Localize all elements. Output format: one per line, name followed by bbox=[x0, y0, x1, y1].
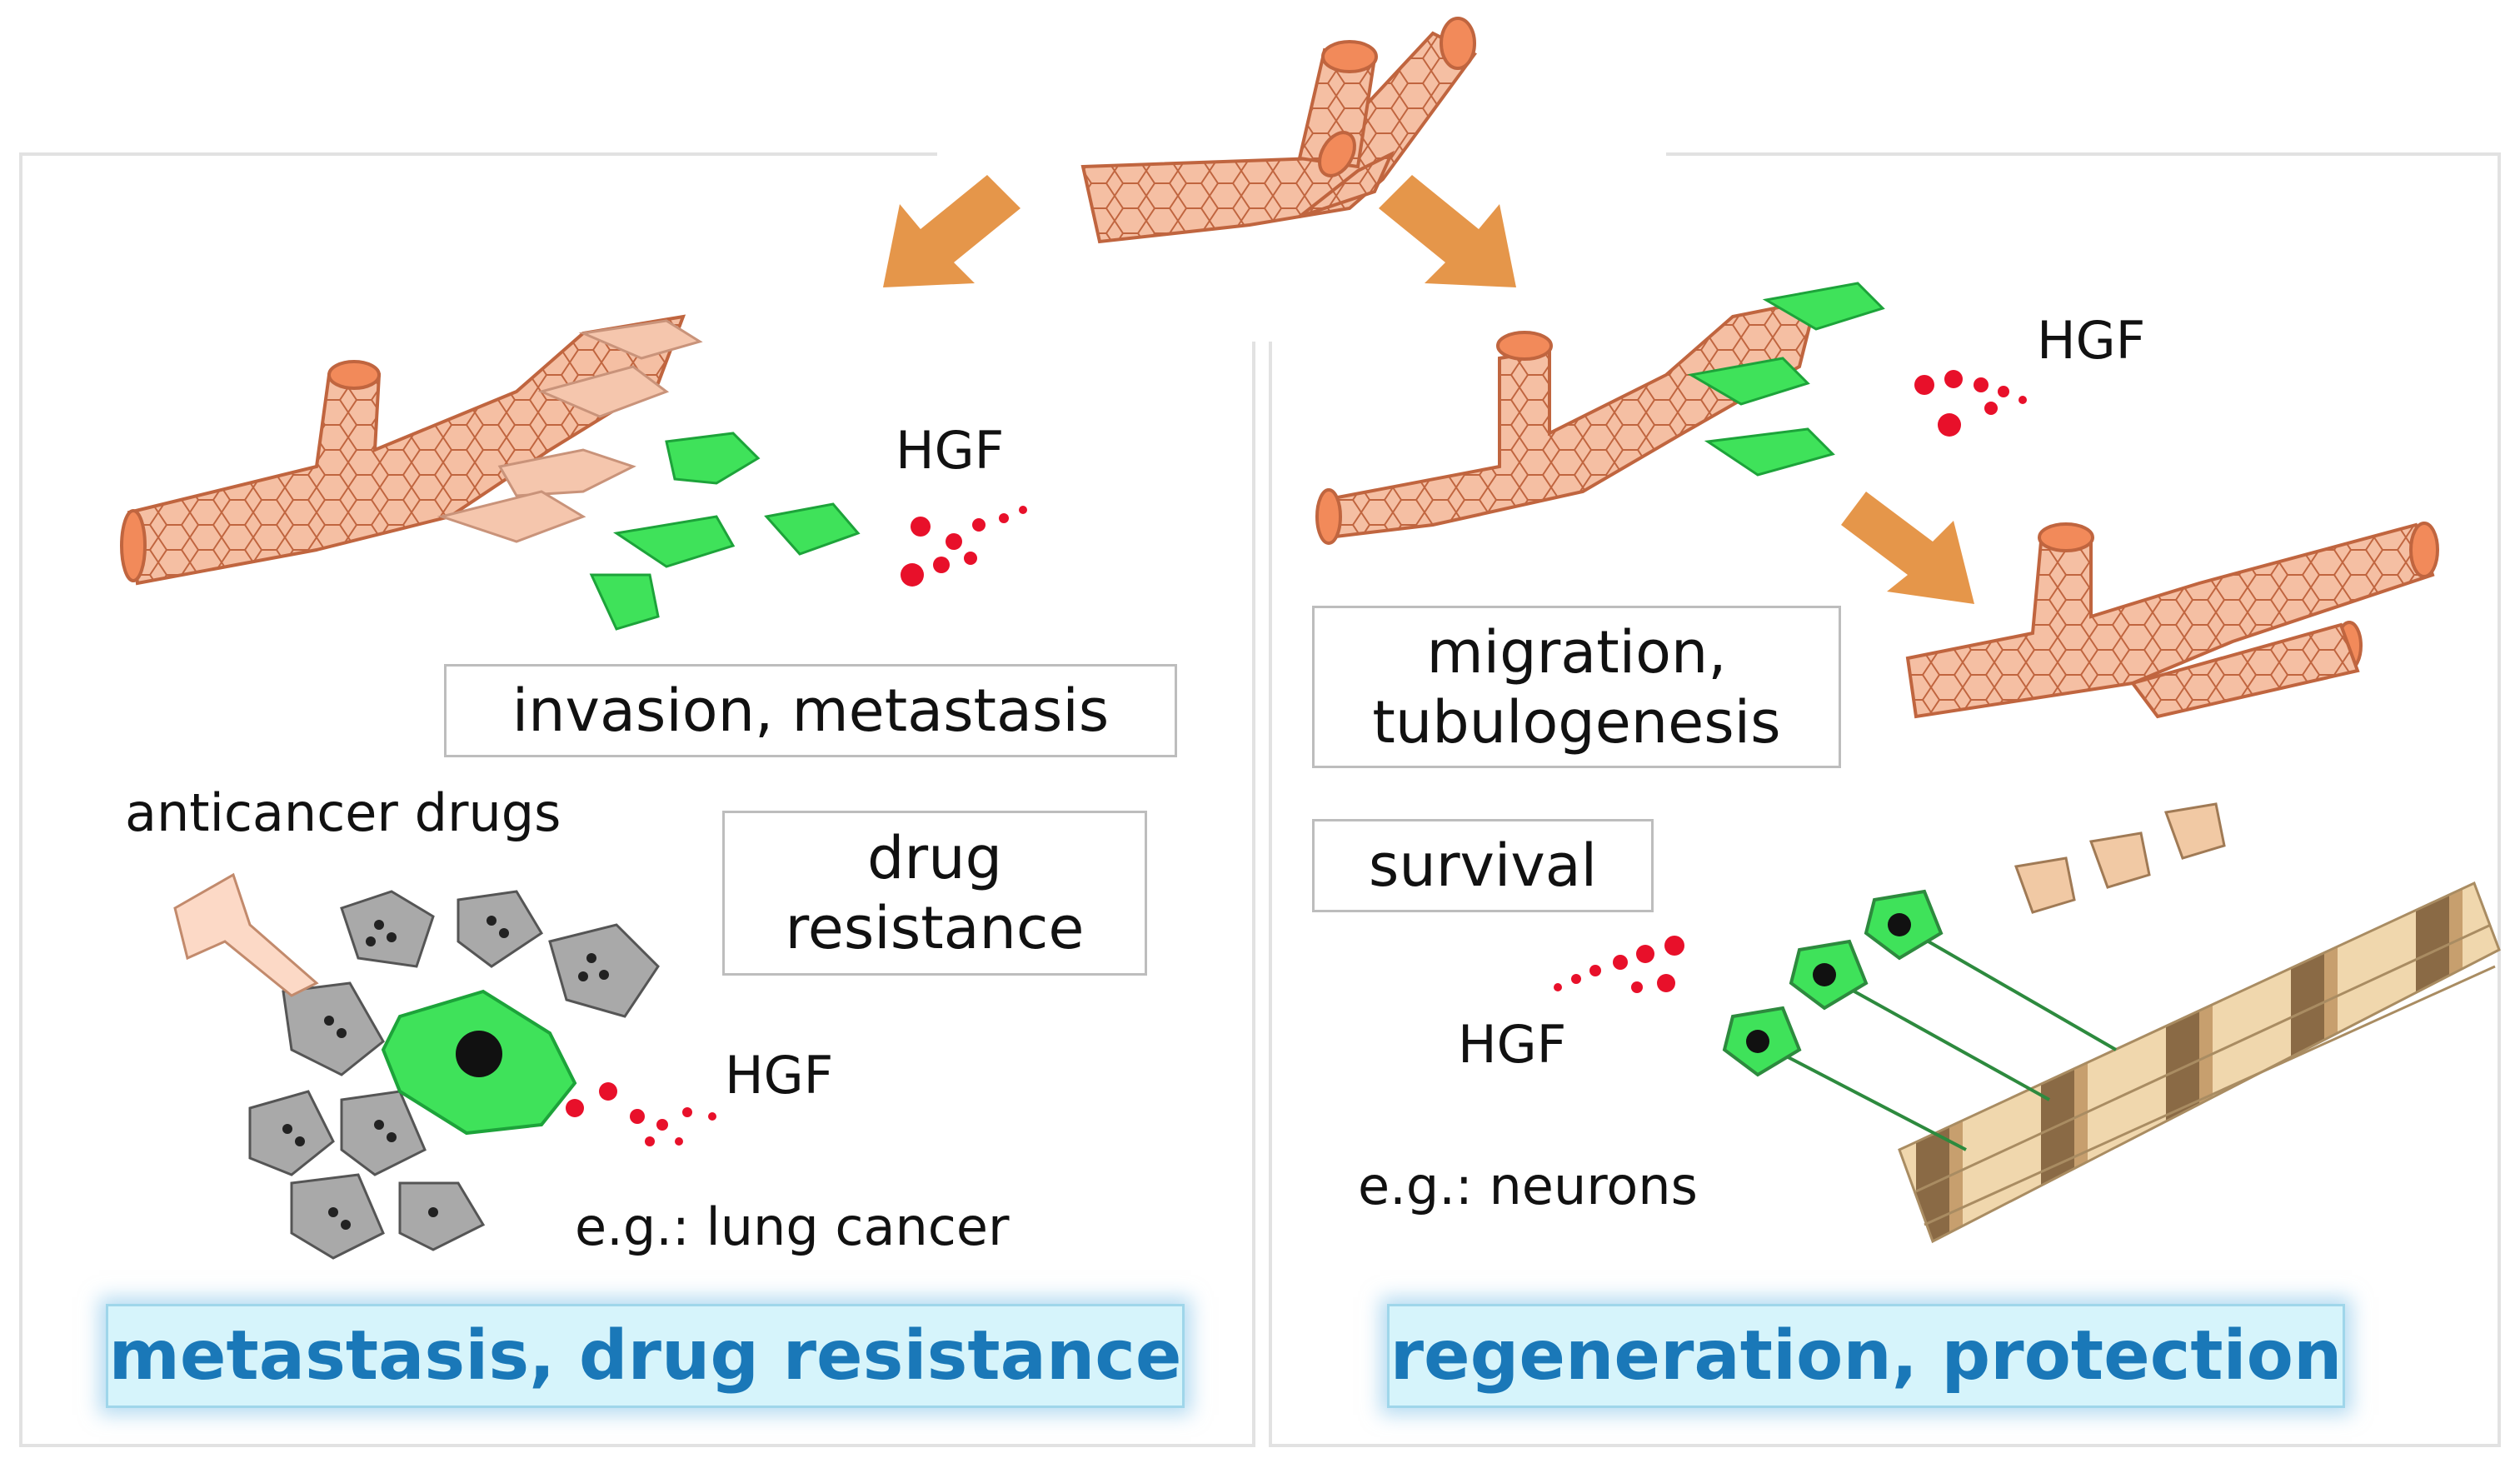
migration-line1: migration, bbox=[1426, 617, 1727, 687]
right-panel bbox=[1269, 152, 2501, 1447]
hgf-label-right-bottom: HGF bbox=[1458, 1014, 1567, 1075]
green-cell-icon bbox=[589, 432, 861, 631]
hgf-label-left-bottom: HGF bbox=[725, 1045, 834, 1106]
example-neurons: e.g.: neurons bbox=[1358, 1156, 1698, 1216]
hgf-dots-icon bbox=[1554, 936, 1684, 993]
left-vessel-invasion bbox=[120, 314, 861, 631]
hgf-dots-icon bbox=[1914, 370, 2027, 437]
drug-resistance-line2: resistance bbox=[785, 894, 1085, 962]
hgf-dots-icon bbox=[901, 506, 1027, 587]
anticancer-drugs-label: anticancer drugs bbox=[125, 782, 561, 843]
hgf-dots-icon bbox=[566, 1082, 716, 1146]
neuron-icon bbox=[2014, 802, 2226, 914]
migration-tubulogenesis-box: migration, tubulogenesis bbox=[1312, 606, 1841, 768]
survival-box: survival bbox=[1312, 819, 1654, 912]
example-lung-cancer: e.g.: lung cancer bbox=[575, 1196, 1010, 1257]
banner-metastasis: metastasis, drug resistance bbox=[106, 1304, 1185, 1408]
drug-resistance-box: drug resistance bbox=[722, 811, 1147, 976]
cancer-cell-icon bbox=[248, 890, 660, 1260]
drug-resistance-line1: drug bbox=[866, 824, 1002, 892]
muscle-fiber-icon bbox=[1898, 881, 2501, 1244]
panels bbox=[19, 152, 2501, 1447]
green-cell-icon bbox=[1687, 282, 1885, 477]
migration-line2: tubulogenesis bbox=[1372, 687, 1781, 756]
lightning-icon bbox=[173, 872, 319, 997]
left-panel bbox=[19, 152, 1255, 1447]
hgf-label-left-top: HGF bbox=[896, 420, 1005, 481]
green-cell-icon bbox=[381, 989, 577, 1136]
banner-regeneration: regeneration, protection bbox=[1387, 1304, 2345, 1408]
blood-vessel-icon bbox=[1905, 522, 2439, 719]
right-vessel-migration bbox=[1315, 282, 1885, 545]
arrow-icon bbox=[883, 175, 1974, 604]
invasion-metastasis-box: invasion, metastasis bbox=[444, 664, 1177, 757]
hgf-label-right-top: HGF bbox=[2037, 310, 2146, 371]
blood-vessel-icon bbox=[1080, 17, 1478, 244]
